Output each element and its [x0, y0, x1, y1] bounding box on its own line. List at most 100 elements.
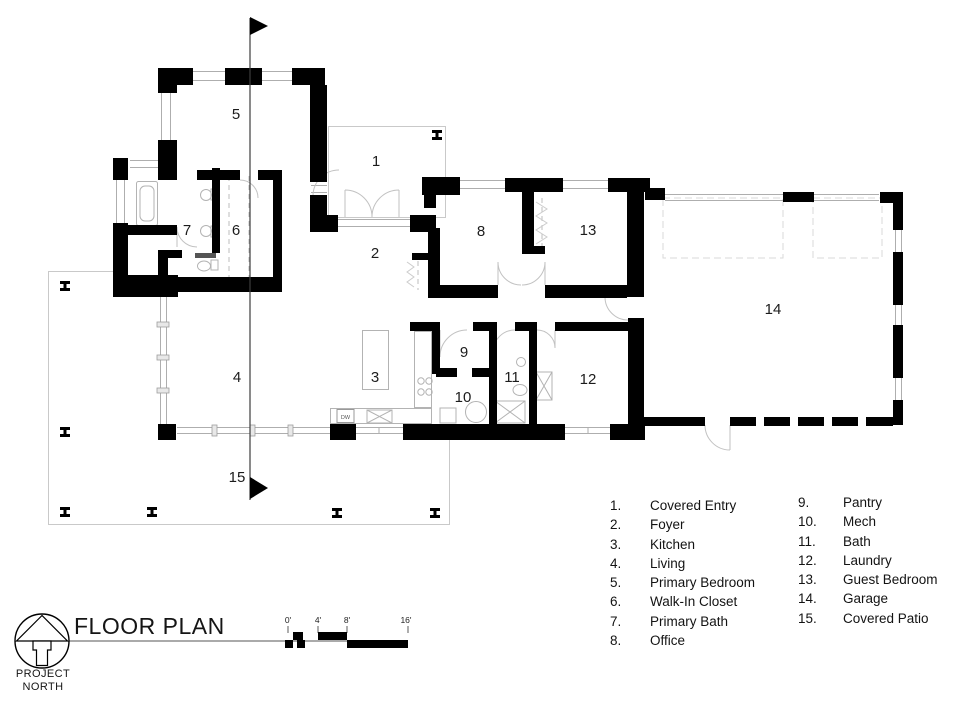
column-symbol-shape-shape: [60, 288, 70, 291]
legend-item: 10.Mech: [798, 512, 938, 531]
fixtures-shape: [197, 260, 211, 272]
legend-item-name: Bath: [843, 533, 871, 549]
walls-shape: [522, 190, 534, 250]
room-number-label: 11: [504, 369, 520, 386]
column-symbol-shape-shape: [150, 509, 154, 515]
fixtures-shape: [210, 259, 219, 271]
section-marker-top-icon: [250, 17, 268, 35]
legend-item-number: 13.: [798, 572, 817, 588]
walls-shape: [783, 192, 814, 202]
legend-item-number: 14.: [798, 591, 817, 607]
room-number-label: 5: [232, 106, 240, 123]
walls-shape: [764, 417, 790, 426]
door-swing-shape: [497, 261, 522, 286]
glass-wall-shape-shape: [287, 424, 294, 437]
window-lines-shape: [262, 71, 292, 81]
room-number-label: 9: [460, 344, 468, 361]
legend-column-1: 1.Covered Entry 2.Foyer 3.Kitchen 4.Livi…: [610, 496, 755, 650]
scale-bar-shape: [287, 626, 409, 633]
walls-shape: [555, 322, 630, 331]
walls-shape: [893, 400, 903, 425]
pocket-door: [195, 253, 216, 258]
walls-shape: [645, 188, 665, 200]
walls-shape: [866, 417, 893, 426]
column-symbol-shape-shape: [147, 514, 157, 517]
legend-item-name: Kitchen: [650, 536, 696, 552]
door-swing-shape: [521, 261, 546, 286]
walls-shape: [158, 140, 177, 180]
legend-item: 2.Foyer: [610, 515, 755, 534]
legend-item-name: Covered Entry: [650, 498, 737, 513]
legend-item-number: 2.: [610, 517, 622, 533]
column-symbol-shape-shape: [63, 509, 67, 515]
glass-wall: [156, 294, 330, 437]
window-lines-shape: [193, 71, 225, 81]
walls-shape: [880, 192, 903, 203]
walls-shape: [310, 85, 327, 182]
scale-tick-label: 16': [400, 615, 411, 625]
legend-item-number: 5.: [610, 575, 622, 591]
room-number-label: 2: [371, 245, 379, 262]
door-swing: [176, 169, 731, 451]
column-symbol-shape-shape: [430, 508, 440, 511]
legend-item: 7.Primary Bath: [610, 612, 755, 631]
column-symbol-shape: [60, 281, 70, 291]
door-swing-shape: [344, 189, 373, 218]
walls-shape: [472, 368, 490, 377]
walls-shape: [893, 203, 903, 230]
window-lines-shape: [665, 194, 783, 201]
room-number-label: 10: [455, 389, 472, 406]
closet-marks-shape: [228, 176, 543, 290]
room-number-label: 3: [371, 369, 379, 386]
walls-shape: [522, 246, 545, 254]
legend-item-number: 11.: [798, 533, 816, 549]
walls-shape: [798, 417, 824, 426]
room-number-label: 1: [372, 153, 380, 170]
column-symbol-shape: [332, 508, 342, 518]
project-north-line1: PROJECT: [15, 668, 71, 680]
garage-door-dashed-shape: [812, 197, 883, 259]
walls-shape: [515, 322, 537, 331]
closet-marks-shape: [406, 201, 548, 288]
room-number-label: 15: [229, 469, 246, 486]
column-symbol-shape-shape: [63, 429, 67, 435]
room-number-label: 8: [477, 223, 485, 240]
window-lines-shape: [161, 93, 171, 140]
column-symbol-shape-shape: [60, 434, 70, 437]
walls-shape: [128, 225, 177, 235]
legend-item: 3.Kitchen: [610, 535, 755, 554]
walls-shape: [893, 325, 903, 378]
room-number-label: 6: [232, 222, 240, 239]
room-number-label: 13: [580, 222, 597, 239]
walls-shape: [608, 178, 650, 192]
fixtures-shape: [414, 331, 432, 408]
walls-shape: [197, 170, 240, 180]
walls-shape: [436, 368, 457, 377]
scale-bar: 0' 4' 8' 16': [285, 615, 412, 648]
walls-shape: [730, 417, 756, 426]
column-symbol-shape-shape: [335, 510, 339, 516]
glass-wall-shape-shape: [156, 321, 170, 328]
glass-wall-shape: [160, 294, 330, 434]
fixtures-shape: [200, 225, 212, 237]
scale-tick-label: 0': [285, 615, 292, 625]
walls-shape: [627, 190, 644, 297]
walls-shape: [489, 322, 497, 424]
section-marker-bottom-icon: [250, 477, 268, 499]
window-lines-shape: [460, 180, 505, 189]
fixtures-shape: [417, 377, 425, 385]
legend-item-number: 10.: [798, 514, 817, 530]
walls-shape: [422, 177, 460, 195]
drawing-title: FLOOR PLAN: [74, 613, 225, 639]
column-symbol: [60, 130, 442, 518]
window-lines-shape: [338, 219, 410, 227]
legend-item: 13.Guest Bedroom: [798, 570, 938, 589]
legend-item: 12.Laundry: [798, 551, 938, 570]
walls-shape: [412, 253, 432, 260]
walls-shape: [410, 322, 437, 331]
column-symbol-shape-shape: [432, 130, 442, 133]
scale-tick-labels: 0' 4' 8' 16': [285, 615, 412, 625]
column-symbol-shape-shape: [435, 132, 439, 138]
fixtures-shape: [139, 185, 155, 222]
walls-shape: [403, 424, 565, 440]
